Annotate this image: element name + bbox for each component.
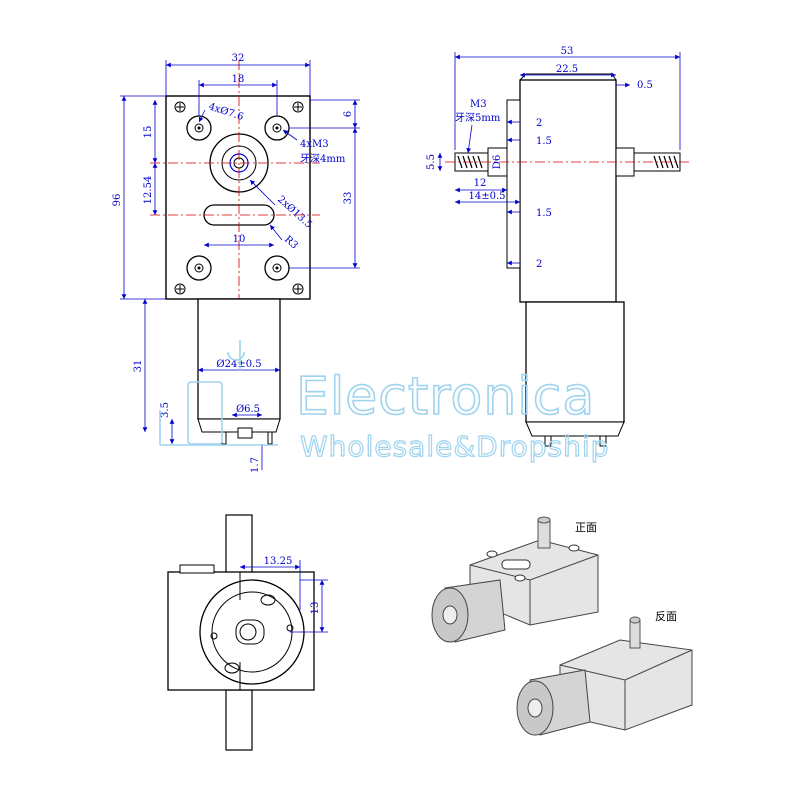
dim-motor-diameter: Ø24±0.5 — [216, 359, 261, 370]
motor-screw — [286, 624, 294, 632]
motor-vent — [260, 594, 276, 606]
motor-side — [525, 301, 625, 423]
photo-back-label: 反面 — [655, 610, 677, 623]
shaft-bottom — [225, 689, 253, 751]
dim-motor-6-5: Ø6.5 — [236, 404, 260, 415]
photo-front: 正面 — [431, 516, 599, 643]
watermark-logo-icon — [159, 340, 278, 446]
dim-thread-4xm3: 4xM3 — [300, 139, 329, 150]
boss-left — [506, 99, 521, 269]
gearbox-side — [519, 79, 617, 303]
motor-bearing — [239, 623, 257, 641]
motor-terminal — [267, 431, 273, 445]
dim-2-top: 2 — [536, 118, 542, 129]
bottom-view: 13.25 13 — [167, 514, 328, 751]
dim-d6: D6 — [492, 155, 503, 169]
front-view: 32 18 4xØ7.6 4xM3 牙深4mm 96 15 12.54 6 33… — [112, 53, 360, 473]
dim-13-25: 13.25 — [264, 556, 293, 567]
dim-height-12-54: 12.54 — [143, 176, 154, 205]
dim-2-bottom: 2 — [536, 259, 542, 270]
dim-thread-depth-5mm: 牙深5mm — [455, 112, 501, 124]
dim-motor-3-5: 3.5 — [160, 402, 171, 418]
dim-22-5: 22.5 — [556, 64, 578, 75]
motor-endcap — [197, 418, 281, 433]
gearbox-plate — [165, 95, 311, 300]
shaft-top — [225, 514, 253, 576]
motor-face — [199, 579, 305, 685]
dim-0-5: 0.5 — [637, 80, 653, 91]
dim-1-5-top: 1.5 — [536, 136, 552, 147]
dim-width-18: 18 — [232, 74, 245, 85]
watermark: Electronica Wholesale&Dropship — [159, 340, 609, 464]
dim-motor-1-7: 1.7 — [250, 457, 261, 473]
motor-center-slot — [235, 619, 265, 645]
dim-motor-31: 31 — [133, 360, 144, 373]
dim-14: 14±0.5 — [468, 191, 505, 202]
dim-13: 13 — [310, 602, 321, 615]
motor-terminal — [544, 435, 552, 447]
motor-screw — [210, 632, 218, 640]
dim-height-96: 96 — [112, 194, 123, 207]
centerline — [150, 60, 320, 310]
photo-front-label: 正面 — [575, 521, 597, 534]
dim-total-53: 53 — [561, 46, 574, 57]
tab — [179, 564, 215, 574]
dim-thread-m3: M3 — [470, 99, 487, 110]
motor-shaft-stub — [237, 427, 253, 439]
side-view: 53 22.5 0.5 M3 牙深5mm 2 1.5 5.5 D6 12 14±… — [426, 46, 690, 447]
dim-width-32: 32 — [232, 53, 245, 64]
dim-5-5: 5.5 — [426, 154, 437, 170]
motor-terminal — [599, 435, 607, 447]
dim-height-15: 15 — [143, 126, 154, 139]
photo-back: 反面 — [516, 610, 693, 736]
dim-height-33: 33 — [343, 192, 354, 205]
dim-12: 12 — [474, 178, 487, 189]
motor-side-cap — [525, 421, 625, 437]
watermark-brand: Electronica — [296, 367, 595, 427]
watermark-tagline: Wholesale&Dropship — [300, 430, 609, 463]
corner-screw — [174, 101, 304, 295]
dim-slot-10: 10 — [233, 234, 246, 245]
dim-thread-depth-4mm: 牙深4mm — [300, 153, 346, 165]
motor-vent — [224, 662, 240, 674]
dim-height-6: 6 — [343, 111, 354, 117]
dim-1-5-bottom: 1.5 — [536, 208, 552, 219]
